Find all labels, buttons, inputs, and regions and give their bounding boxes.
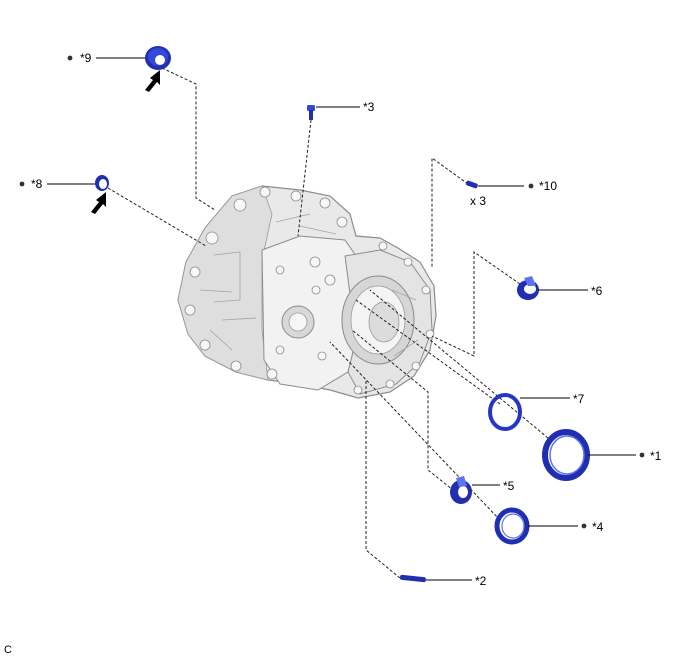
figure-code: C	[4, 644, 12, 656]
callout-label-3: *3	[363, 100, 375, 114]
callout-label-8: *8	[31, 177, 43, 191]
ring-part-4	[494, 507, 530, 545]
callout-label-1: *1	[650, 449, 662, 463]
callout-1: *1	[588, 449, 662, 463]
callout-label-10: *10	[539, 179, 557, 193]
oil-seal-part-8	[95, 175, 109, 191]
callout-label-2: *2	[475, 574, 487, 588]
pin-part-2	[399, 574, 426, 583]
ring-part-1	[542, 429, 590, 481]
callout-9: *9	[67, 51, 145, 65]
arrow-icon	[91, 192, 106, 214]
callout-label-7: *7	[573, 392, 585, 406]
callout-label-4: *4	[592, 520, 604, 534]
callout-label-6: *6	[591, 284, 603, 298]
callout-label-5: *5	[503, 479, 515, 493]
oil-seal-part-9	[145, 46, 171, 70]
callout-10: *10 x 3	[470, 179, 557, 208]
callout-8: *8	[19, 177, 95, 191]
transaxle-housing	[177, 185, 437, 399]
quantity-note: x 3	[470, 194, 486, 208]
arrow-icon	[145, 70, 160, 92]
pin-part-3	[307, 105, 315, 120]
snap-ring-part-5	[450, 476, 472, 504]
ring-part-7	[488, 393, 522, 431]
callout-label-9: *9	[80, 51, 92, 65]
callout-5: *5	[472, 479, 515, 493]
bolt-part-10	[465, 180, 478, 189]
callout-2: *2	[426, 574, 487, 588]
callout-7: *7	[520, 392, 585, 406]
callout-3: *3	[316, 100, 375, 114]
callout-4: *4	[528, 520, 604, 534]
snap-ring-part-6	[517, 276, 539, 300]
callout-6: *6	[538, 284, 603, 298]
